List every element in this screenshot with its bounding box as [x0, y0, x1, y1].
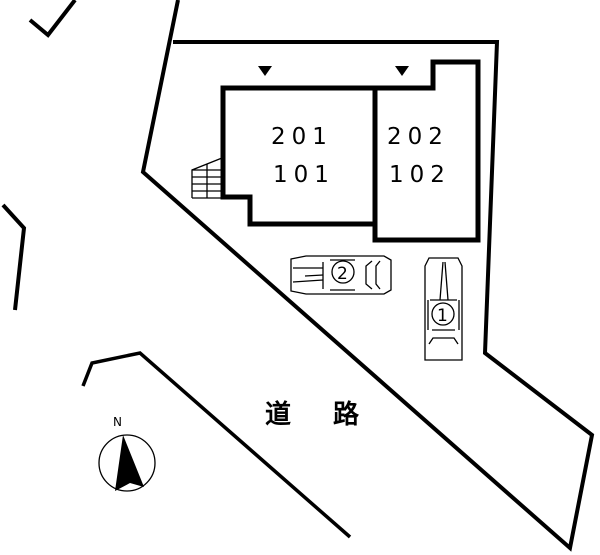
neighbor-boundary-left	[1, 203, 27, 311]
lot-boundary	[140, 0, 595, 552]
parking-space-1	[424, 257, 463, 361]
entrance-marker-icon	[395, 66, 409, 76]
stairs-icon	[191, 157, 223, 199]
building-right	[372, 59, 481, 243]
building-left	[220, 85, 375, 227]
parking-space-2	[290, 255, 392, 295]
road-label-char-1: 道	[265, 399, 291, 430]
unit-label-202: 202	[387, 124, 449, 150]
north-arrow-icon	[98, 434, 156, 492]
neighbor-boundary-top-left	[28, 0, 77, 38]
road-label-char-2: 路	[333, 399, 360, 430]
unit-label-201: 201	[271, 124, 333, 150]
unit-label-101: 101	[273, 162, 335, 188]
entrance-marker-icon	[258, 66, 272, 76]
parking-number-1: 1	[437, 306, 448, 326]
parking-number-2: 2	[337, 264, 348, 284]
road-boundary-lower	[81, 351, 352, 539]
unit-label-102: 102	[389, 162, 451, 188]
compass-north-label: N	[113, 415, 122, 429]
